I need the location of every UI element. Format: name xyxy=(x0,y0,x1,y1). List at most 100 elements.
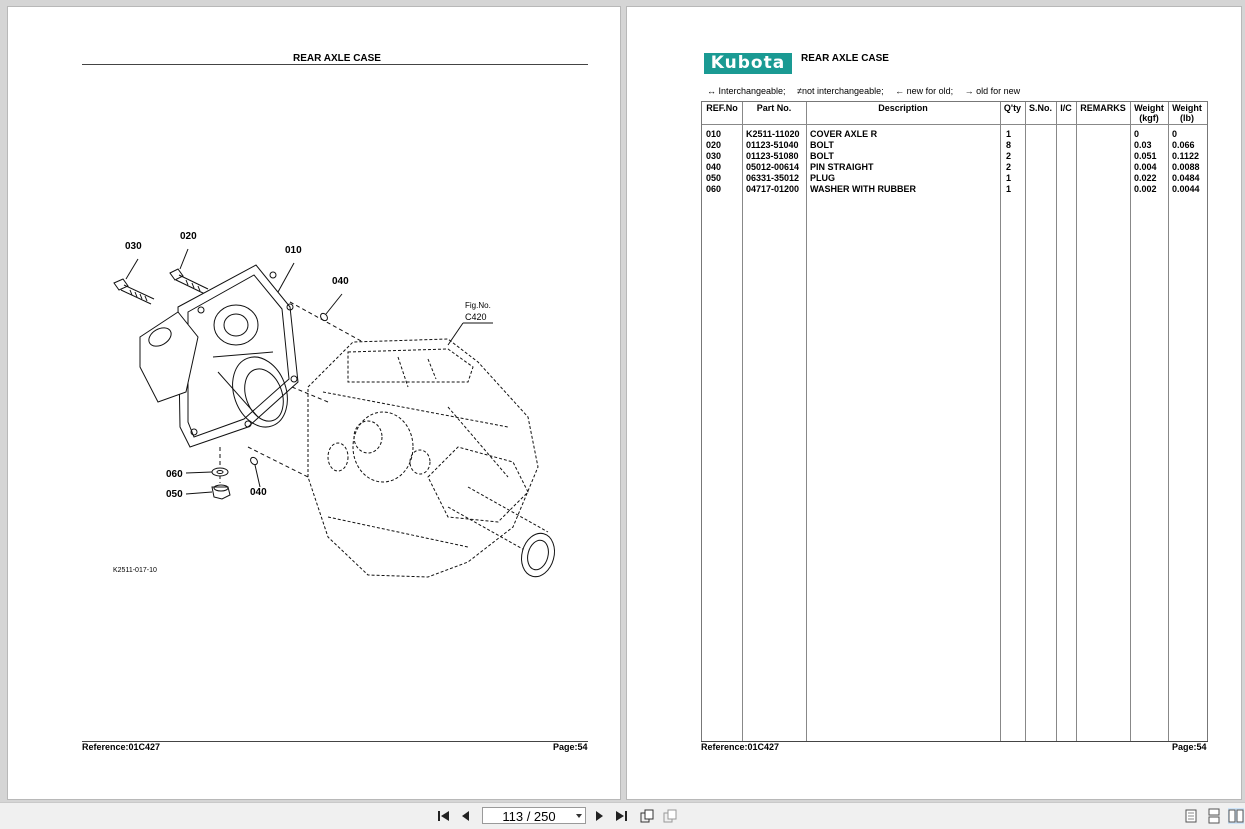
single-page-icon[interactable] xyxy=(1183,808,1199,824)
cell-part: 06331-35012 xyxy=(746,173,800,183)
cell-wkg: 0.051 xyxy=(1134,151,1157,161)
page-indicator: 113 / 250 xyxy=(502,809,556,824)
cell-qty: 1 xyxy=(1006,129,1012,139)
cell-part: 01123-51040 xyxy=(746,140,799,150)
cell-qty: 1 xyxy=(1006,184,1012,194)
column-header-desc: Description xyxy=(878,103,928,113)
column-divider xyxy=(1025,102,1026,741)
callout-030: 030 xyxy=(125,241,142,252)
two-page-icon[interactable] xyxy=(1228,808,1244,824)
fit-icon[interactable] xyxy=(662,808,678,824)
footer-reference: Reference:01C427 xyxy=(701,742,780,752)
left-page: REAR AXLE CASE xyxy=(7,6,621,800)
cell-ref: 010 xyxy=(706,129,722,139)
column-divider xyxy=(1076,102,1077,741)
column-divider xyxy=(1168,102,1169,741)
cell-desc: PIN STRAIGHT xyxy=(810,162,874,172)
callout-010: 010 xyxy=(285,245,302,256)
callout-040: 040 xyxy=(332,276,349,287)
column-header-ic: I/C xyxy=(1060,103,1072,113)
table-row: 040 05012-00614 PIN STRAIGHT 2 0.004 0.0088 xyxy=(702,162,1207,173)
last-page-icon[interactable] xyxy=(613,808,629,824)
cell-desc: PLUG xyxy=(810,173,836,183)
viewer-toolbar: 113 / 250 xyxy=(0,802,1245,829)
cell-wkg: 0.03 xyxy=(1134,140,1152,150)
header-divider xyxy=(702,124,1207,125)
callout-020: 020 xyxy=(180,231,197,242)
column-divider xyxy=(806,102,807,741)
footer-rule xyxy=(701,741,1208,742)
cell-ref: 050 xyxy=(706,173,722,183)
callout-040-lower: 040 xyxy=(250,487,267,498)
fig-number: C420 xyxy=(465,312,487,322)
cell-part: K2511-11020 xyxy=(746,129,800,139)
column-divider xyxy=(1000,102,1001,741)
table-row: 030 01123-51080 BOLT 2 0.051 0.1122 xyxy=(702,151,1207,162)
cell-part: 04717-01200 xyxy=(746,184,800,194)
footer-rule xyxy=(82,741,588,742)
cell-wlb: 0.0484 xyxy=(1172,173,1200,183)
column-header-qty: Q'ty xyxy=(1003,103,1022,113)
cell-qty: 2 xyxy=(1006,151,1012,161)
cell-part: 05012-00614 xyxy=(746,162,800,172)
cell-wlb: 0 xyxy=(1172,129,1178,139)
prev-page-icon[interactable] xyxy=(458,808,474,824)
cell-ref: 040 xyxy=(706,162,722,172)
column-header-weight-kgf: Weight (kgf) xyxy=(1134,103,1164,123)
column-header-ref: REF.No xyxy=(706,103,738,113)
cell-wlb: 0.0088 xyxy=(1172,162,1200,172)
cell-desc: BOLT xyxy=(810,140,834,150)
footer-page: Page:54 xyxy=(1172,742,1207,752)
footer-page: Page:54 xyxy=(553,742,588,752)
column-divider xyxy=(1130,102,1131,741)
column-divider xyxy=(1056,102,1057,741)
cell-wkg: 0.022 xyxy=(1134,173,1157,183)
fig-label: Fig.No. xyxy=(465,301,491,310)
next-page-icon[interactable] xyxy=(591,808,607,824)
cell-wkg: 0.002 xyxy=(1134,184,1157,194)
callout-060: 060 xyxy=(166,469,183,480)
table-row: 010 K2511-11020 COVER AXLE R 1 0 0 xyxy=(702,129,1207,140)
first-page-icon[interactable] xyxy=(436,808,452,824)
column-header-part: Part No. xyxy=(756,103,792,113)
page-title: REAR AXLE CASE xyxy=(293,53,381,64)
chevron-down-icon[interactable] xyxy=(576,814,582,818)
cover-axle-drawing xyxy=(139,264,299,448)
page-number-input[interactable]: 113 / 250 xyxy=(482,807,586,824)
cell-ref: 020 xyxy=(706,140,722,150)
cell-desc: BOLT xyxy=(810,151,834,161)
table-row: 060 04717-01200 WASHER WITH RUBBER 1 0.002 0.… xyxy=(702,184,1207,195)
parts-table: REF.No Part No. Description Q'ty S.No. I… xyxy=(701,101,1208,742)
legend-not-interchangeable: ≠not interchangeable; xyxy=(797,86,884,96)
transmission-case-drawing xyxy=(307,338,549,578)
table-row: 050 06331-35012 PLUG 1 0.022 0.0484 xyxy=(702,173,1207,184)
legend-old-for-new: → old for new xyxy=(964,86,1021,96)
bolt-020-drawing xyxy=(169,268,209,295)
cell-ref: 030 xyxy=(706,151,722,161)
bolt-030-drawing xyxy=(113,278,155,305)
legend: ↔ Interchangeable; ≠not interchangeable;… xyxy=(707,86,1029,96)
drawing-id: K2511-017-10 xyxy=(113,567,157,574)
rotate-icon[interactable] xyxy=(639,808,655,824)
cell-qty: 1 xyxy=(1006,173,1012,183)
legend-new-for-old: ← new for old; xyxy=(895,86,954,96)
cell-wlb: 0.066 xyxy=(1172,140,1195,150)
cell-qty: 2 xyxy=(1006,162,1012,172)
continuous-icon[interactable] xyxy=(1206,808,1222,824)
cell-ref: 060 xyxy=(706,184,722,194)
column-header-sno: S.No. xyxy=(1028,103,1052,113)
cell-part: 01123-51080 xyxy=(746,151,799,161)
cell-wlb: 0.0044 xyxy=(1172,184,1200,194)
right-page: Kubota REAR AXLE CASE ↔ Interchangeable;… xyxy=(626,6,1242,800)
callout-050: 050 xyxy=(166,489,183,500)
cell-wlb: 0.1122 xyxy=(1172,151,1200,161)
exploded-diagram xyxy=(113,248,555,578)
column-header-weight-lb: Weight (lb) xyxy=(1172,103,1202,123)
cell-wkg: 0 xyxy=(1134,129,1140,139)
page-title: REAR AXLE CASE xyxy=(801,53,889,64)
cell-desc: WASHER WITH RUBBER xyxy=(810,184,916,194)
cell-desc: COVER AXLE R xyxy=(810,129,878,139)
header-rule xyxy=(82,64,588,65)
column-divider xyxy=(742,102,743,741)
cell-wkg: 0.004 xyxy=(1134,162,1157,172)
